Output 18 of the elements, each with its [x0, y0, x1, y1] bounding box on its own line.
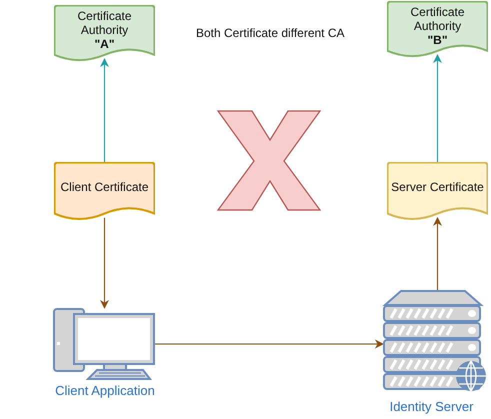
node-label: Server Certificate — [390, 180, 485, 194]
note-text: Both Certificate different CA — [196, 26, 345, 40]
node-label: Certificate Authority — [76, 9, 133, 37]
node-label: Identity Server — [388, 400, 474, 414]
node-sublabel: "B" — [426, 33, 449, 47]
document-shape — [387, 1, 488, 59]
document-shape — [54, 162, 155, 222]
document-shape — [54, 5, 155, 63]
arrow — [155, 340, 384, 348]
arrow — [100, 58, 109, 162]
arrow — [433, 216, 442, 290]
arrow — [100, 218, 109, 309]
node-label: Client Certificate — [59, 180, 150, 194]
document-shape — [387, 162, 488, 222]
node-label: Certificate Authority — [409, 5, 466, 33]
node-label: Client Application — [54, 384, 156, 398]
arrow — [433, 54, 442, 162]
node-sublabel: "A" — [93, 37, 116, 51]
